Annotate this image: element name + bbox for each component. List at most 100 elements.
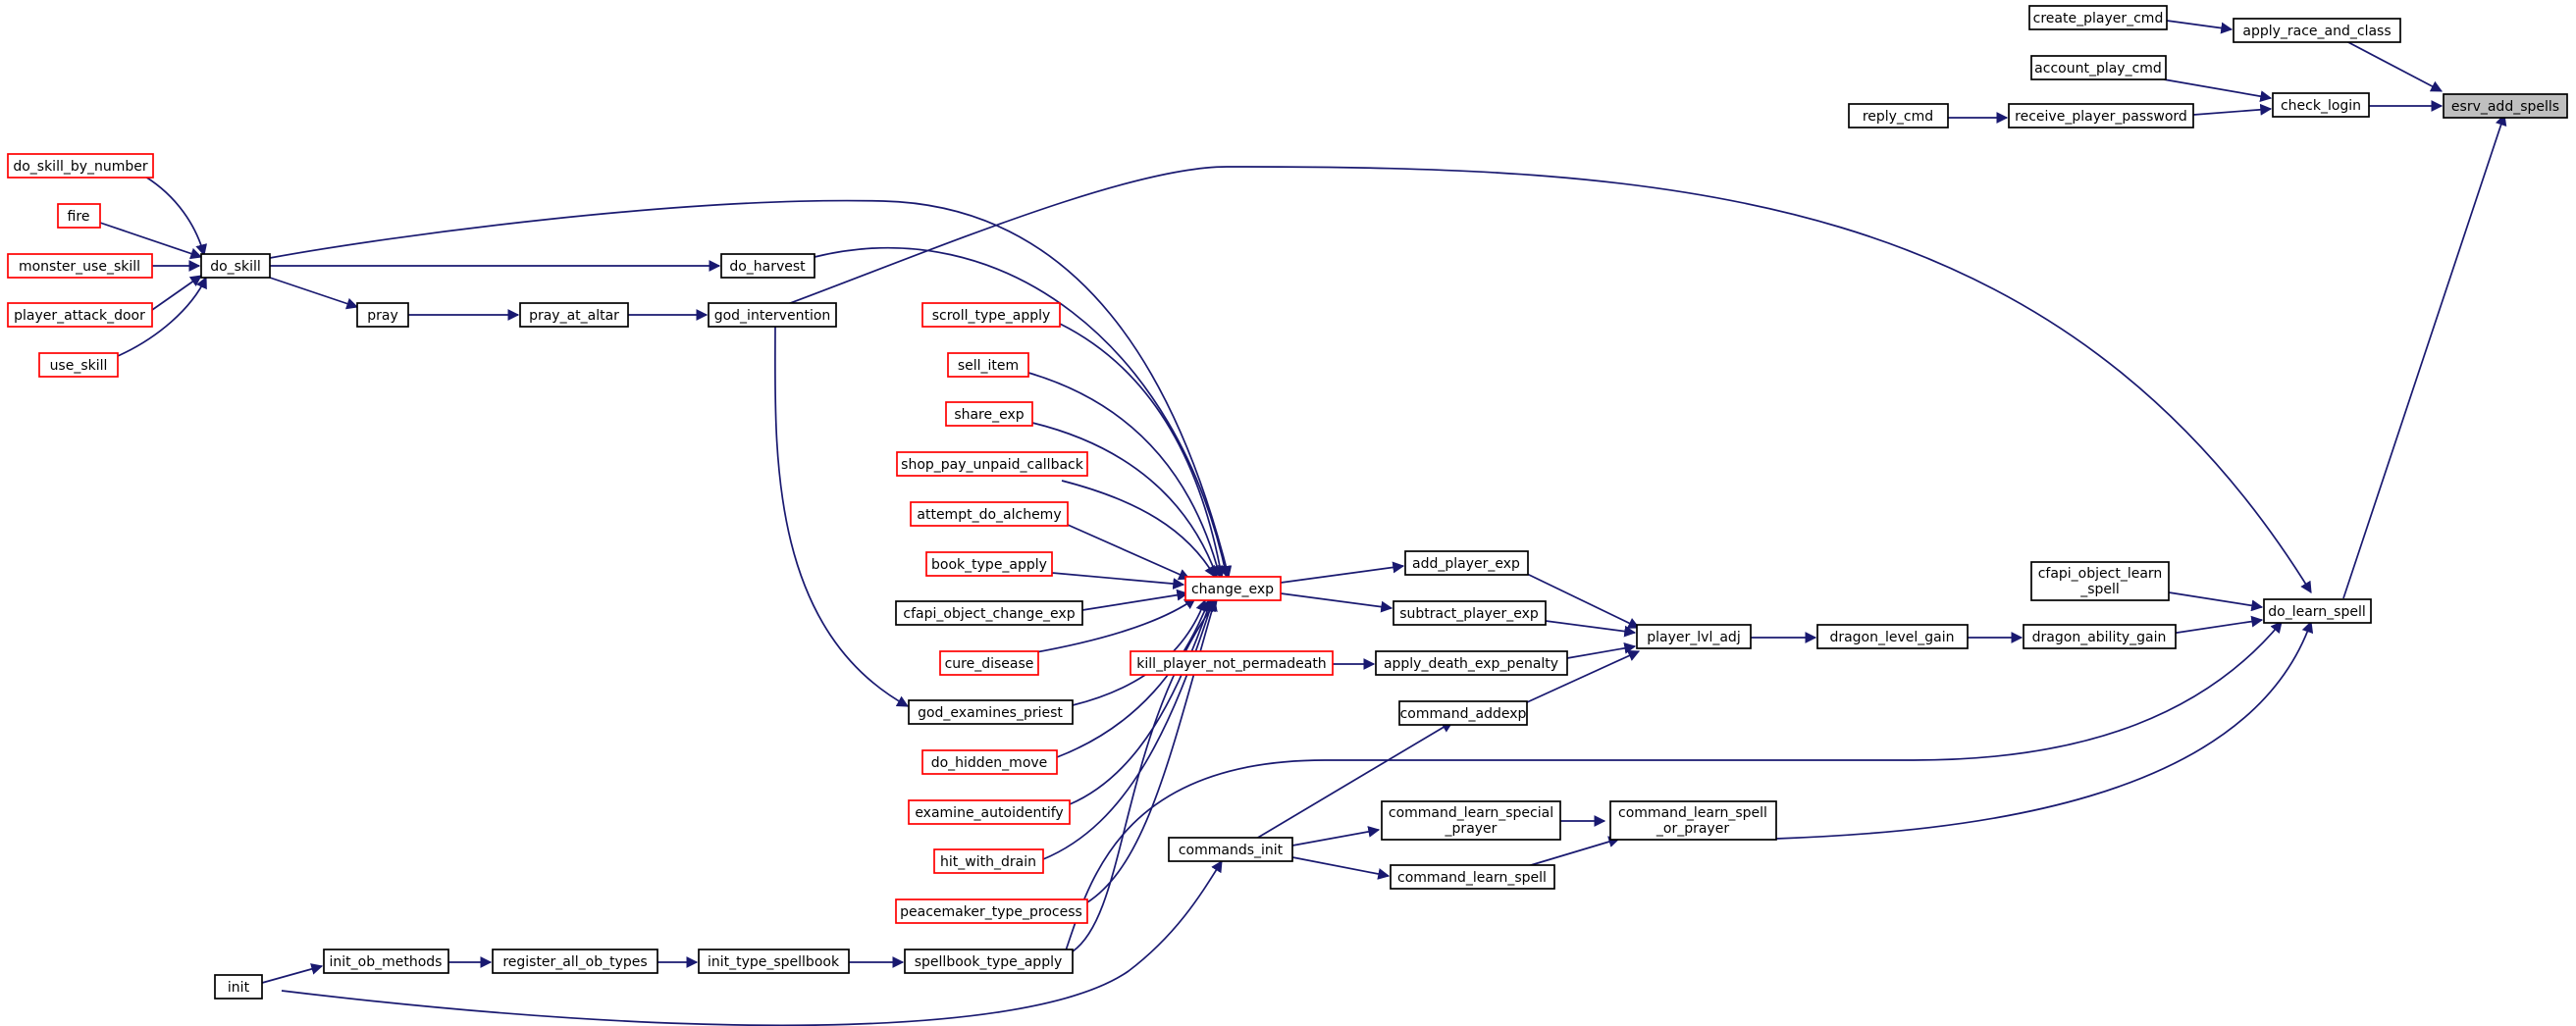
node-player_lvl_adj[interactable]: player_lvl_adj (1636, 624, 1752, 649)
node-label: god_examines_priest (918, 705, 1063, 721)
node-label-line-1: command_learn_spell (1618, 805, 1767, 821)
node-label: monster_use_skill (19, 259, 140, 275)
node-label: do_learn_spell (2268, 604, 2366, 620)
node-label: share_exp (954, 407, 1024, 423)
edge-init-commands_init (281, 859, 1223, 1026)
node-cfapi_object_learn_spell[interactable]: cfapi_object_learn_spell (2030, 561, 2170, 601)
node-command_learn_spell[interactable]: command_learn_spell (1390, 864, 1555, 890)
node-do_harvest[interactable]: do_harvest (720, 253, 815, 279)
node-share_exp[interactable]: share_exp (945, 401, 1033, 427)
node-check_login[interactable]: check_login (2272, 92, 2370, 118)
node-change_exp[interactable]: change_exp (1184, 576, 1282, 601)
node-label: do_harvest (729, 259, 806, 275)
edge-do_hidden_move-change_exp (1056, 598, 1211, 758)
node-label: player_lvl_adj (1647, 630, 1740, 645)
node-fire[interactable]: fire (57, 203, 101, 229)
node-god_examines_priest[interactable]: god_examines_priest (908, 699, 1074, 725)
node-cure_disease[interactable]: cure_disease (939, 650, 1039, 676)
node-label: dragon_ability_gain (2032, 630, 2167, 645)
node-label: add_player_exp (1412, 556, 1520, 572)
node-do_hidden_move[interactable]: do_hidden_move (921, 749, 1058, 775)
node-attempt_do_alchemy[interactable]: attempt_do_alchemy (910, 501, 1069, 527)
node-label: examine_autoidentify (915, 805, 1063, 821)
edge-change_exp-subtract_player_exp (1280, 592, 1393, 613)
edge-commands_init-command_addexp (1255, 721, 1454, 840)
node-init_type_spellbook[interactable]: init_type_spellbook (698, 949, 850, 974)
node-shop_pay_unpaid_callback[interactable]: shop_pay_unpaid_callback (896, 451, 1088, 477)
node-receive_player_password[interactable]: receive_player_password (2008, 103, 2194, 128)
edge-do_harvest-change_exp (814, 247, 1231, 579)
node-label: apply_race_and_class (2242, 24, 2391, 39)
node-reply_cmd[interactable]: reply_cmd (1848, 103, 1949, 128)
node-init_ob_methods[interactable]: init_ob_methods (323, 949, 449, 974)
node-do_skill_by_number[interactable]: do_skill_by_number (7, 153, 154, 179)
edge-receive_player_password-check_login (2192, 103, 2273, 116)
edge-do_skill-change_exp (269, 199, 1233, 579)
node-label: kill_player_not_permadeath (1136, 656, 1326, 672)
edge-commands_init-command_learn_special_prayer (1291, 826, 1381, 846)
node-apply_death_exp_penalty[interactable]: apply_death_exp_penalty (1375, 650, 1568, 676)
node-player_attack_door[interactable]: player_attack_door (7, 302, 153, 328)
node-label: pray (367, 308, 398, 324)
node-hit_with_drain[interactable]: hit_with_drain (933, 848, 1044, 874)
node-init[interactable]: init (214, 974, 263, 1000)
edges (99, 20, 2507, 1026)
node-spellbook_type_apply[interactable]: spellbook_type_apply (904, 949, 1074, 974)
node-label: cure_disease (945, 656, 1034, 672)
node-label-line-2: _spell (2079, 582, 2120, 597)
edge-commands_init-command_learn_spell (1291, 856, 1391, 880)
node-label: apply_death_exp_penalty (1384, 656, 1558, 672)
edge-create_player_cmd-apply_race_and_class (2166, 20, 2234, 34)
node-examine_autoidentify[interactable]: examine_autoidentify (908, 799, 1071, 825)
edge-spellbook_type_apply-do_learn_spell (1064, 621, 2283, 954)
node-label: change_exp (1191, 582, 1274, 597)
node-book_type_apply[interactable]: book_type_apply (925, 551, 1053, 577)
node-label: esrv_add_spells (2451, 99, 2559, 115)
node-label: fire (68, 209, 90, 225)
edge-use_skill-do_skill (117, 276, 207, 357)
edge-player_attack_door-do_skill (151, 275, 202, 311)
edge-apply_death_exp_penalty-player_lvl_adj (1566, 641, 1637, 659)
node-account_play_cmd[interactable]: account_play_cmd (2030, 55, 2167, 80)
node-label: init (228, 980, 250, 996)
edge-attempt_do_alchemy-change_exp (1067, 524, 1191, 581)
edge-subtract_player_exp-player_lvl_adj (1545, 620, 1637, 638)
edge-add_player_exp-player_lvl_adj (1526, 573, 1641, 629)
node-cfapi_object_change_exp[interactable]: cfapi_object_change_exp (895, 600, 1083, 626)
node-commands_init[interactable]: commands_init (1168, 837, 1293, 862)
node-do_skill[interactable]: do_skill (200, 253, 271, 279)
node-create_player_cmd[interactable]: create_player_cmd (2028, 5, 2168, 30)
node-pray_at_altar[interactable]: pray_at_altar (519, 302, 629, 328)
node-register_all_ob_types[interactable]: register_all_ob_types (492, 949, 658, 974)
node-kill_player_not_permadeath[interactable]: kill_player_not_permadeath (1130, 650, 1334, 676)
node-label: init_type_spellbook (708, 954, 840, 970)
node-sell_item[interactable]: sell_item (947, 352, 1029, 378)
node-command_learn_spell_or_prayer[interactable]: command_learn_spell_or_prayer (1609, 800, 1777, 841)
node-peacemaker_type_process[interactable]: peacemaker_type_process (895, 898, 1088, 924)
node-use_skill[interactable]: use_skill (38, 352, 119, 378)
node-command_addexp[interactable]: command_addexp (1398, 700, 1528, 726)
edge-dragon_ability_gain-do_learn_spell (2163, 615, 2264, 636)
edge-change_exp-add_player_exp (1280, 561, 1405, 584)
node-label: check_login (2281, 98, 2361, 114)
edge-command_learn_spell-command_learn_spell_or_prayer (1520, 836, 1621, 869)
edge-book_type_apply-change_exp (1051, 572, 1185, 590)
node-command_learn_special_prayer[interactable]: command_learn_special_prayer (1381, 800, 1561, 841)
node-dragon_ability_gain[interactable]: dragon_ability_gain (2023, 624, 2177, 649)
node-add_player_exp[interactable]: add_player_exp (1404, 550, 1529, 576)
node-scroll_type_apply[interactable]: scroll_type_apply (921, 302, 1061, 328)
node-dragon_level_gain[interactable]: dragon_level_gain (1816, 624, 1969, 649)
node-pray[interactable]: pray (356, 302, 409, 328)
node-label: pray_at_altar (529, 308, 619, 324)
node-do_learn_spell[interactable]: do_learn_spell (2263, 598, 2372, 624)
edge-cfapi_object_learn_spell-do_learn_spell (2168, 591, 2264, 612)
node-esrv_add_spells[interactable]: esrv_add_spells (2443, 93, 2568, 119)
node-label: book_type_apply (931, 557, 1047, 573)
node-subtract_player_exp[interactable]: subtract_player_exp (1393, 600, 1547, 626)
node-label: account_play_cmd (2034, 61, 2162, 77)
node-god_intervention[interactable]: god_intervention (708, 302, 837, 328)
node-monster_use_skill[interactable]: monster_use_skill (7, 253, 153, 279)
node-apply_race_and_class[interactable]: apply_race_and_class (2233, 18, 2401, 43)
node-label-line-1: cfapi_object_learn (2038, 566, 2163, 582)
